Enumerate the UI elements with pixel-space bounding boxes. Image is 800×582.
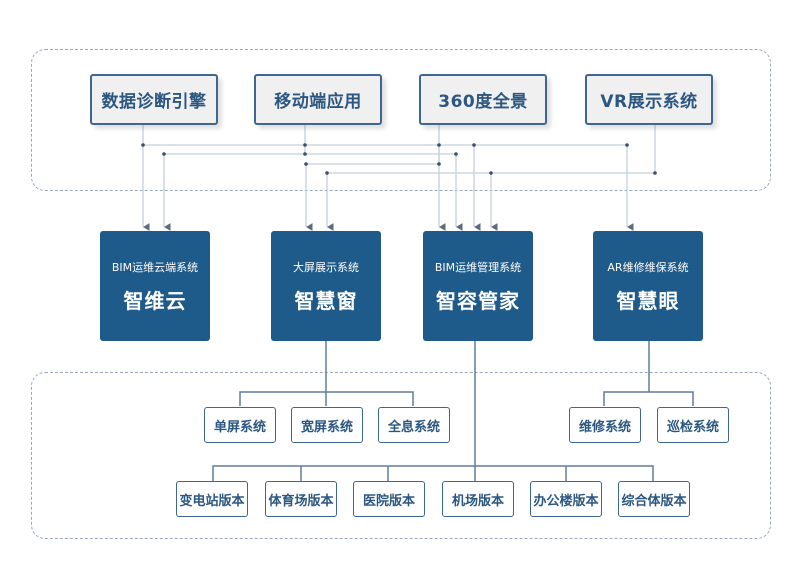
maintenance-system-inspection[interactable]: 巡检系统: [657, 407, 729, 443]
leaf-label: 体育场版本: [268, 493, 334, 509]
junction-dot: [162, 152, 166, 156]
leaf-label: 医院版本: [362, 493, 415, 509]
core-system-subtitle: BIM运维云端系统: [111, 260, 199, 274]
core-system-title: 智慧窗: [294, 288, 358, 313]
junction-dot: [303, 152, 307, 156]
core-system-zhihuiyan[interactable]: AR维修维保系统 智慧眼: [593, 231, 703, 341]
core-system-zhiweiyun[interactable]: BIM运维云端系统 智维云: [100, 231, 210, 341]
display-system-hologram[interactable]: 全息系统: [378, 407, 450, 443]
display-system-single-screen[interactable]: 单屏系统: [204, 407, 276, 443]
junction-dot: [437, 143, 441, 147]
leaf-label: 单屏系统: [213, 419, 266, 435]
core-system-subtitle: 大屏展示系统: [293, 260, 359, 274]
top-item-mobile-app[interactable]: 移动端应用: [254, 74, 382, 125]
core-system-title: 智容管家: [436, 288, 520, 313]
junction-dot: [304, 162, 308, 166]
top-item-360-panorama[interactable]: 360度全景: [419, 74, 547, 125]
junction-dot: [653, 171, 657, 175]
leaf-label: 变电站版本: [179, 493, 245, 509]
leaf-label: 办公楼版本: [533, 493, 599, 509]
display-system-wide-screen[interactable]: 宽屏系统: [291, 407, 363, 443]
leaf-label: 全息系统: [387, 419, 440, 435]
core-system-title: 智慧眼: [616, 288, 680, 313]
junction-dot: [625, 143, 629, 147]
junction-dot: [141, 143, 145, 147]
top-item-label: 360度全景: [438, 92, 528, 112]
core-system-subtitle: BIM运维管理系统: [434, 260, 522, 274]
version-substation[interactable]: 变电站版本: [176, 481, 248, 517]
top-item-label: 数据诊断引擎: [101, 92, 207, 112]
leaf-label: 综合体版本: [621, 493, 687, 509]
junction-dot: [489, 171, 493, 175]
top-layer-group: [31, 49, 771, 191]
upper-connectors: [142, 125, 656, 231]
tree-connectors: [212, 341, 694, 481]
top-item-label: VR展示系统: [600, 92, 698, 112]
maintenance-system-repair[interactable]: 维修系统: [569, 407, 641, 443]
core-system-zhihuichuang[interactable]: 大屏展示系统 智慧窗: [271, 231, 381, 341]
junction-dot: [437, 162, 441, 166]
version-hospital[interactable]: 医院版本: [353, 481, 425, 517]
version-office-building[interactable]: 办公楼版本: [530, 481, 602, 517]
junction-dot: [472, 143, 476, 147]
core-system-title: 智维云: [123, 288, 187, 313]
version-airport[interactable]: 机场版本: [442, 481, 514, 517]
leaf-label: 维修系统: [578, 419, 631, 435]
leaf-label: 宽屏系统: [300, 419, 353, 435]
leaf-label: 巡检系统: [666, 419, 719, 435]
tree-line: [239, 391, 414, 406]
junction-dot: [454, 152, 458, 156]
core-system-zhirongguanjia[interactable]: BIM运维管理系统 智容管家: [423, 231, 533, 341]
version-stadium[interactable]: 体育场版本: [265, 481, 337, 517]
top-item-label: 移动端应用: [274, 92, 362, 112]
bottom-layer-group: [31, 372, 771, 539]
core-system-subtitle: AR维修维保系统: [607, 260, 689, 274]
junction-dot: [303, 143, 307, 147]
leaf-label: 机场版本: [451, 493, 504, 509]
top-item-data-diagnosis-engine[interactable]: 数据诊断引擎: [90, 74, 218, 125]
tree-line: [603, 391, 694, 406]
junction-dots: [141, 143, 657, 175]
version-complex[interactable]: 综合体版本: [618, 481, 690, 517]
tree-line: [212, 465, 654, 481]
top-item-vr-display[interactable]: VR展示系统: [585, 74, 713, 125]
junction-dot: [325, 171, 329, 175]
